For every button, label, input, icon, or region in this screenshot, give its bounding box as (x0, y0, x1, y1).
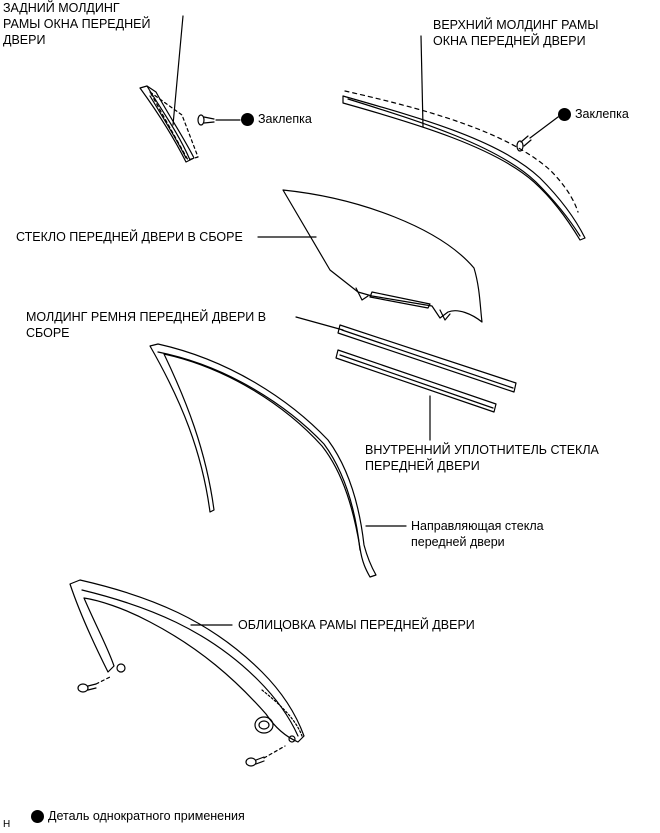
label-upper-molding: ВЕРХНИЙ МОЛДИНГ РАМЫ ОКНА ПЕРЕДНЕЙ ДВЕРИ (433, 17, 599, 49)
door-glass (257, 189, 483, 323)
label-rivet-right: Заклепка (575, 107, 629, 121)
clip-left (77, 675, 113, 693)
clip-bottom (245, 745, 286, 767)
label-belt-molding: МОЛДИНГ РЕМНЯ ПЕРЕДНЕЙ ДВЕРИ В СБОРЕ (26, 309, 266, 341)
rear-frame-molding (139, 15, 199, 163)
label-rivet-left: Заклепка (258, 112, 312, 126)
rivet-left-part (197, 114, 241, 126)
label-frame-garnish: ОБЛИЦОВКА РАМЫ ПЕРЕДНЕЙ ДВЕРИ (238, 618, 475, 632)
label-glass-run-line2: передней двери (411, 535, 505, 549)
upper-frame-molding (342, 35, 586, 241)
label-rear-molding-line2: РАМЫ ОКНА ПЕРЕДНЕЙ (3, 17, 151, 31)
corner-code: H (3, 819, 11, 830)
label-belt-molding-line2: СБОРЕ (26, 326, 70, 340)
single-use-marker-left (241, 113, 254, 126)
label-glass-run: Направляющая стекла передней двери (411, 518, 544, 550)
label-glass-run-line1: Направляющая стекла (411, 519, 544, 533)
belt-molding (295, 316, 517, 393)
label-inner-seal: ВНУТРЕННИЙ УПЛОТНИТЕЛЬ СТЕКЛА ПЕРЕДНЕЙ Д… (365, 442, 599, 474)
legend-label: Деталь однократного применения (48, 809, 245, 823)
label-glass-assy: СТЕКЛО ПЕРЕДНЕЙ ДВЕРИ В СБОРЕ (16, 230, 243, 244)
label-upper-molding-line2: ОКНА ПЕРЕДНЕЙ ДВЕРИ (433, 34, 586, 48)
leader-upper-molding (420, 35, 424, 128)
label-rear-molding-line1: ЗАДНИЙ МОЛДИНГ (3, 1, 120, 15)
glass-run (149, 343, 407, 578)
frame-garnish (69, 579, 305, 743)
label-upper-molding-line1: ВЕРХНИЙ МОЛДИНГ РАМЫ (433, 18, 599, 32)
single-use-marker-right (558, 108, 571, 121)
label-inner-seal-line1: ВНУТРЕННИЙ УПЛОТНИТЕЛЬ СТЕКЛА (365, 443, 599, 457)
rivet-right-part (516, 116, 559, 152)
inner-weatherstrip (335, 349, 497, 441)
leader-rear-molding (172, 15, 184, 126)
label-belt-molding-line1: МОЛДИНГ РЕМНЯ ПЕРЕДНЕЙ ДВЕРИ В (26, 310, 267, 324)
leader-belt (295, 316, 344, 331)
label-rear-molding: ЗАДНИЙ МОЛДИНГ РАМЫ ОКНА ПЕРЕДНЕЙ ДВЕРИ (3, 0, 150, 48)
label-rear-molding-line3: ДВЕРИ (3, 33, 46, 47)
label-inner-seal-line2: ПЕРЕДНЕЙ ДВЕРИ (365, 459, 480, 473)
legend-marker (31, 810, 44, 823)
